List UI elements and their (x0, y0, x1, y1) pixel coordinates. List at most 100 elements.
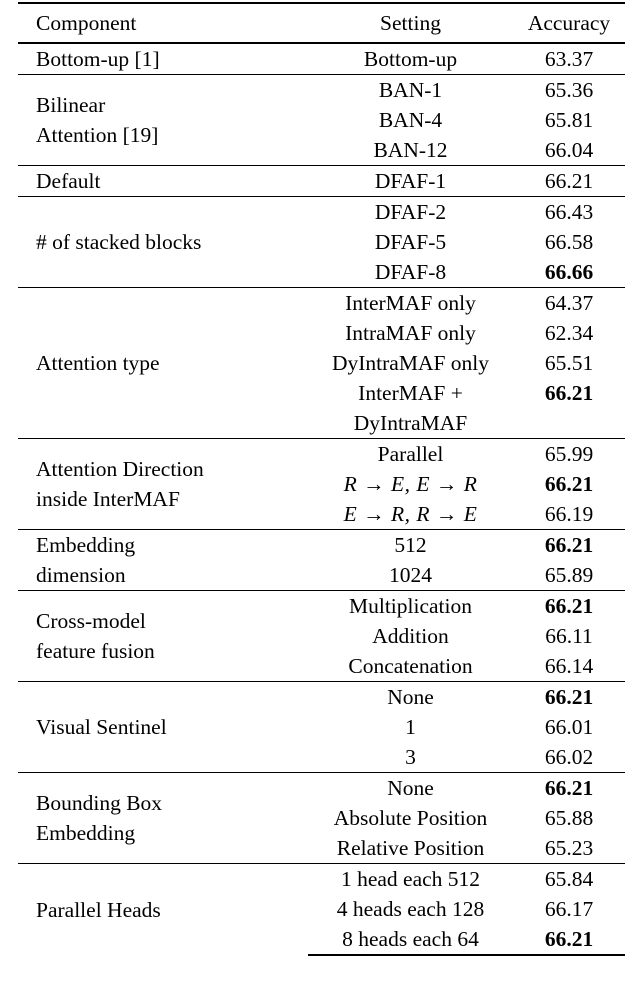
cell-setting: 3 (405, 745, 416, 769)
ablation-results-table: Component Setting Accuracy Bottom-up [1]… (18, 2, 625, 956)
cell-component: Parallel Heads (18, 863, 308, 955)
table-row: 4 heads each 128 66.17 (18, 894, 625, 924)
cell-setting: Absolute Position (333, 806, 488, 830)
component-line: Bounding Box (36, 791, 163, 815)
cell-accuracy: 65.99 (513, 438, 625, 469)
cell-setting: 8 heads each 64 (308, 924, 513, 956)
cell-setting: BAN-1 (308, 74, 513, 105)
component-line: Embedding (36, 533, 136, 557)
cell-setting: 1 head each 512 (308, 863, 513, 894)
table-row: 1024 65.89 (18, 560, 625, 591)
cell-accuracy: 66.14 (544, 654, 594, 678)
component-line: # of stacked blocks (36, 230, 202, 254)
cell-setting: None (308, 681, 513, 712)
cell-component: Visual Sentinel (18, 681, 308, 773)
table-row: Addition 66.11 (18, 621, 625, 651)
cell-component: Bottom-up [1] (18, 42, 308, 75)
header-row: Component Setting Accuracy (18, 2, 625, 44)
cell-accuracy: 66.21 (544, 381, 594, 405)
cell-setting: BAN-12 (373, 138, 448, 162)
cell-setting: InterMAF + DyIntraMAF (308, 378, 513, 439)
table-row: Absolute Position 65.88 (18, 803, 625, 833)
cell-setting: None (308, 772, 513, 803)
cell-accuracy: 66.02 (544, 745, 594, 769)
component-line: Attention Direction (36, 457, 204, 481)
cell-accuracy: 66.21 (513, 165, 625, 197)
table-row: DFAF-5 66.58 (18, 227, 625, 257)
cell-accuracy: 66.01 (544, 715, 594, 739)
cell-accuracy: 66.04 (544, 138, 594, 162)
cell-accuracy: 66.66 (544, 260, 594, 284)
column-header-accuracy: Accuracy (513, 2, 625, 44)
cell-accuracy: 65.88 (544, 806, 594, 830)
table-row: DFAF-8 66.66 (18, 257, 625, 288)
cell-setting: InterMAF only (308, 287, 513, 318)
component-line: Visual Sentinel (36, 715, 167, 739)
cell-accuracy: 66.21 (544, 472, 594, 496)
component-line: Cross-model (36, 609, 146, 633)
cell-accuracy: 66.21 (513, 681, 625, 712)
cell-accuracy: 63.37 (513, 42, 625, 75)
cell-accuracy: 65.89 (544, 563, 594, 587)
cell-accuracy: 66.17 (544, 897, 594, 921)
table-header: Component Setting Accuracy (18, 2, 625, 44)
cell-setting: Parallel (308, 438, 513, 469)
cell-accuracy: 66.58 (544, 230, 594, 254)
cell-accuracy: 66.11 (545, 624, 593, 648)
component-line: Parallel Heads (36, 897, 161, 922)
setting-math: R → E, E → R (343, 472, 478, 496)
cell-accuracy: 65.51 (544, 351, 594, 375)
cell-accuracy: 66.21 (513, 590, 625, 621)
cell-accuracy: 66.19 (544, 502, 594, 526)
cell-component: Default (18, 165, 308, 197)
setting-math: E → R, R → E (343, 502, 478, 526)
cell-setting: DFAF-1 (308, 165, 513, 197)
cell-component: # of stacked blocks (18, 196, 308, 288)
cell-accuracy: 66.21 (513, 772, 625, 803)
cell-setting: 4 heads each 128 (336, 897, 485, 921)
cell-setting: Multiplication (308, 590, 513, 621)
table-row: E → R, R → E 66.19 (18, 499, 625, 530)
cell-setting: DFAF-2 (308, 196, 513, 227)
cell-setting: DFAF-8 (374, 260, 447, 284)
setting-line: InterMAF + (358, 381, 463, 405)
cell-setting: DFAF-5 (374, 230, 447, 254)
setting-line: DyIntraMAF (353, 411, 468, 435)
cell-setting: 1024 (389, 563, 432, 587)
cell-accuracy: 65.81 (544, 108, 594, 132)
cell-setting: Addition (372, 624, 449, 648)
cell-accuracy: 65.36 (513, 74, 625, 105)
cell-accuracy: 66.21 (513, 924, 625, 956)
cell-component: Cross-model feature fusion (18, 590, 308, 682)
column-header-setting: Setting (308, 2, 513, 44)
cell-component: Attention type (18, 287, 308, 439)
column-header-component: Component (18, 2, 308, 44)
component-line: Attention [19] (36, 123, 159, 147)
cell-setting: Relative Position (336, 836, 485, 860)
table-row: R → E, E → R 66.21 (18, 469, 625, 499)
cell-accuracy: 65.23 (544, 836, 594, 860)
cell-accuracy: 65.84 (513, 863, 625, 894)
component-line: feature fusion (36, 639, 155, 663)
cell-setting: BAN-4 (378, 108, 443, 132)
cell-accuracy: 64.37 (513, 287, 625, 318)
